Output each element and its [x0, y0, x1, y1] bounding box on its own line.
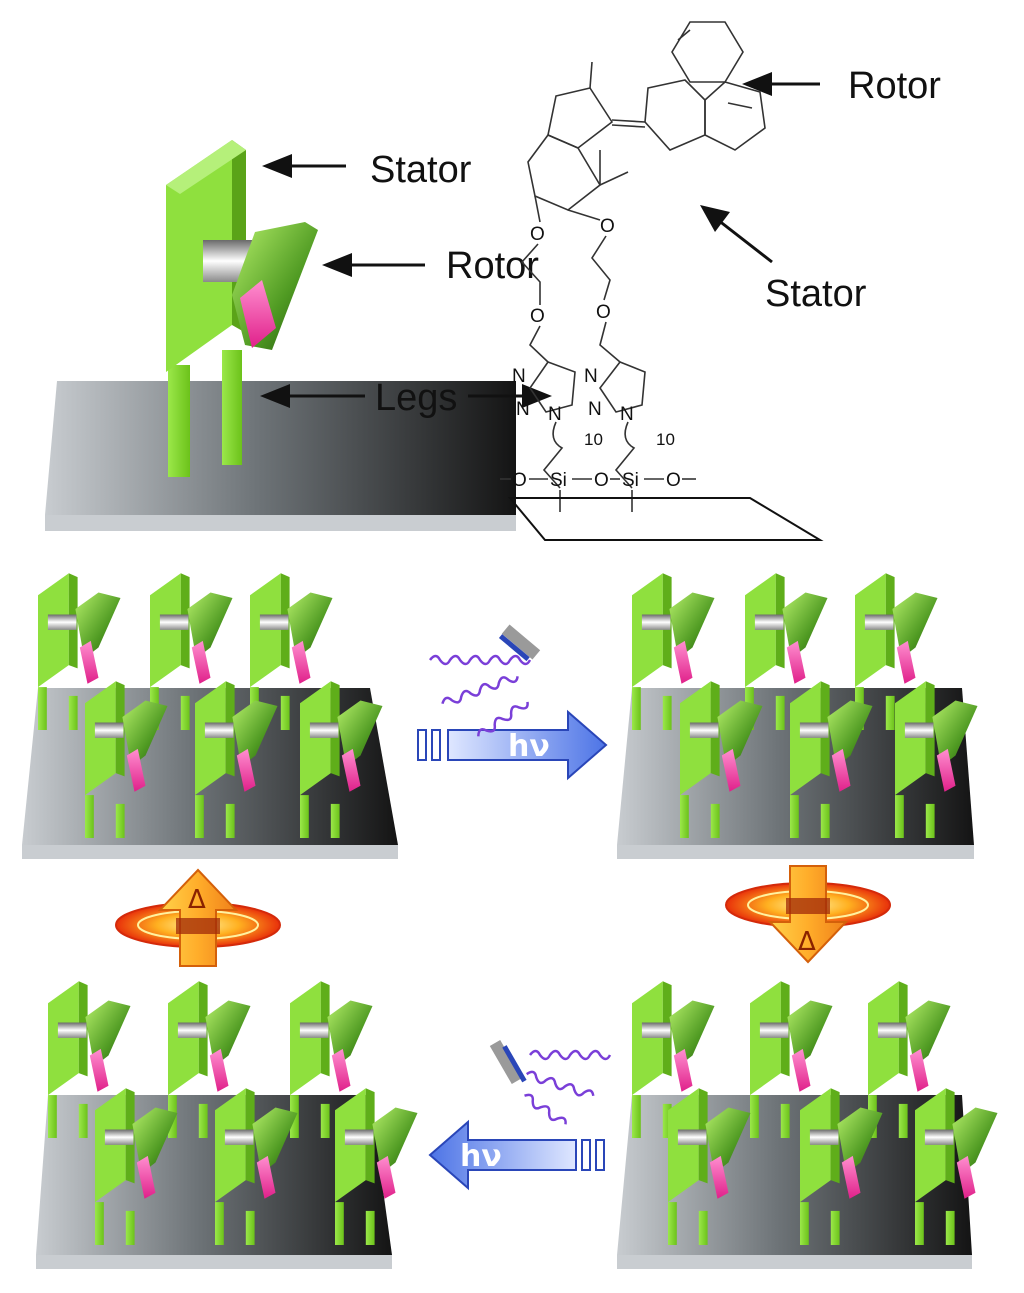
surface-slab: [45, 381, 516, 515]
legs-label: Legs: [375, 377, 457, 419]
ring-bond: [704, 81, 766, 151]
chain-repeat-label: 10: [584, 430, 603, 449]
arrow-body: [447, 709, 608, 781]
double-bond: [611, 124, 646, 128]
chain-bond: [529, 325, 549, 363]
label-stator-group: Stator: [262, 149, 472, 191]
heat-label: Δ: [798, 927, 816, 957]
oxygen-atom: O: [666, 470, 681, 491]
light-wave-icon: [429, 654, 532, 666]
surface-edge: [45, 515, 516, 531]
arrow-head: [262, 154, 292, 178]
light-wave-icon: [477, 701, 529, 737]
arrow-head-left: [260, 384, 290, 408]
molecule-structure: O O O O N N N N N N 10 10 O Si O Si O: [500, 21, 824, 541]
bond: [534, 195, 541, 223]
light-wave-icon: [524, 1093, 567, 1125]
ring-bond: [671, 21, 744, 83]
surface-edge: [617, 1255, 972, 1269]
surface-edge: [36, 1255, 392, 1269]
surface-edge: [22, 845, 398, 859]
stator-label: Stator: [370, 149, 472, 191]
surface-edge: [617, 845, 974, 859]
light-label: hν: [508, 729, 550, 764]
oxygen-atom: O: [594, 470, 609, 491]
arrow-tail-bar: [417, 729, 427, 761]
label-rotor-molecule-group: Rotor: [742, 65, 941, 107]
nitrogen-atom: N: [584, 366, 598, 387]
nitrogen-atom: N: [588, 399, 602, 420]
oxygen-atom: O: [600, 216, 615, 237]
arrow-tail-bar: [595, 1139, 605, 1171]
ring-bond: [644, 79, 706, 151]
light-source-icon: [501, 624, 541, 660]
methyl-bond: [599, 171, 629, 186]
motor-leg: [168, 365, 190, 477]
nitrogen-atom: N: [516, 399, 530, 420]
chain-bond: [599, 321, 621, 363]
motor-stator-top: [166, 140, 246, 194]
oxygen-atom: O: [530, 306, 545, 327]
bond: [567, 209, 601, 221]
light-arrow-right: hν: [417, 624, 608, 781]
light-label: hν: [460, 1139, 502, 1174]
oxygen-atom: O: [596, 302, 611, 323]
triazole-ring: [599, 361, 646, 413]
silicon-atom: Si: [550, 470, 567, 491]
chain-bond: [591, 235, 611, 301]
heat-arrow-down: Δ: [725, 865, 891, 964]
oxygen-atom: O: [512, 470, 527, 491]
arrow-head: [322, 253, 352, 277]
rotor-magenta-tip: [240, 280, 276, 348]
oxygen-atom: O: [530, 224, 545, 245]
chain-bond: [520, 243, 541, 305]
double-bond: [611, 119, 646, 123]
arrow-line: [717, 218, 773, 264]
heat-band: [786, 898, 830, 914]
alkyl-chain: [614, 421, 636, 489]
single-motor-illustration: [45, 140, 516, 531]
light-wave-icon: [529, 1049, 612, 1061]
light-arrow-left: hν: [428, 1039, 612, 1191]
ring-bond: [527, 134, 602, 211]
ring-bond: [677, 29, 691, 41]
alkyl-chain: [542, 421, 564, 489]
label-legs-group: Legs: [260, 377, 552, 419]
arrow-head: [742, 72, 772, 96]
arrow-body: [428, 1119, 577, 1191]
heat-band: [176, 918, 220, 934]
panel-surfaces: [22, 688, 974, 1269]
heat-arrow-up: Δ: [115, 868, 281, 967]
ring-bond: [727, 102, 753, 109]
arrow-head-right: [522, 384, 552, 408]
nitrogen-atom: N: [620, 404, 634, 425]
label-stator-molecule-group: Stator: [700, 205, 867, 315]
substrate-plane: [507, 497, 824, 541]
motor-stator: [166, 140, 232, 372]
arrow-head: [700, 205, 730, 232]
label-rotor-group: Rotor: [322, 245, 539, 287]
ring-bond: [547, 87, 614, 149]
light-source-icon: [498, 634, 530, 662]
rotor-label: Rotor: [446, 245, 539, 287]
stator-molecule-label: Stator: [765, 273, 867, 315]
light-source-icon: [502, 1045, 527, 1083]
nitrogen-atom: N: [512, 366, 526, 387]
silicon-atom: Si: [622, 470, 639, 491]
light-source-icon: [489, 1039, 523, 1085]
arrow-tail-bar: [581, 1139, 591, 1171]
light-wave-icon: [441, 676, 519, 705]
chain-repeat-label: 10: [656, 430, 675, 449]
methyl-bond: [589, 61, 593, 89]
arrow-tail-bar: [431, 729, 441, 761]
triazole-ring: [529, 361, 576, 413]
light-wave-icon: [525, 1070, 595, 1097]
motor-leg: [222, 350, 242, 465]
rotor-molecule-label: Rotor: [848, 65, 941, 107]
heat-label: Δ: [188, 885, 206, 915]
nitrogen-atom: N: [548, 404, 562, 425]
